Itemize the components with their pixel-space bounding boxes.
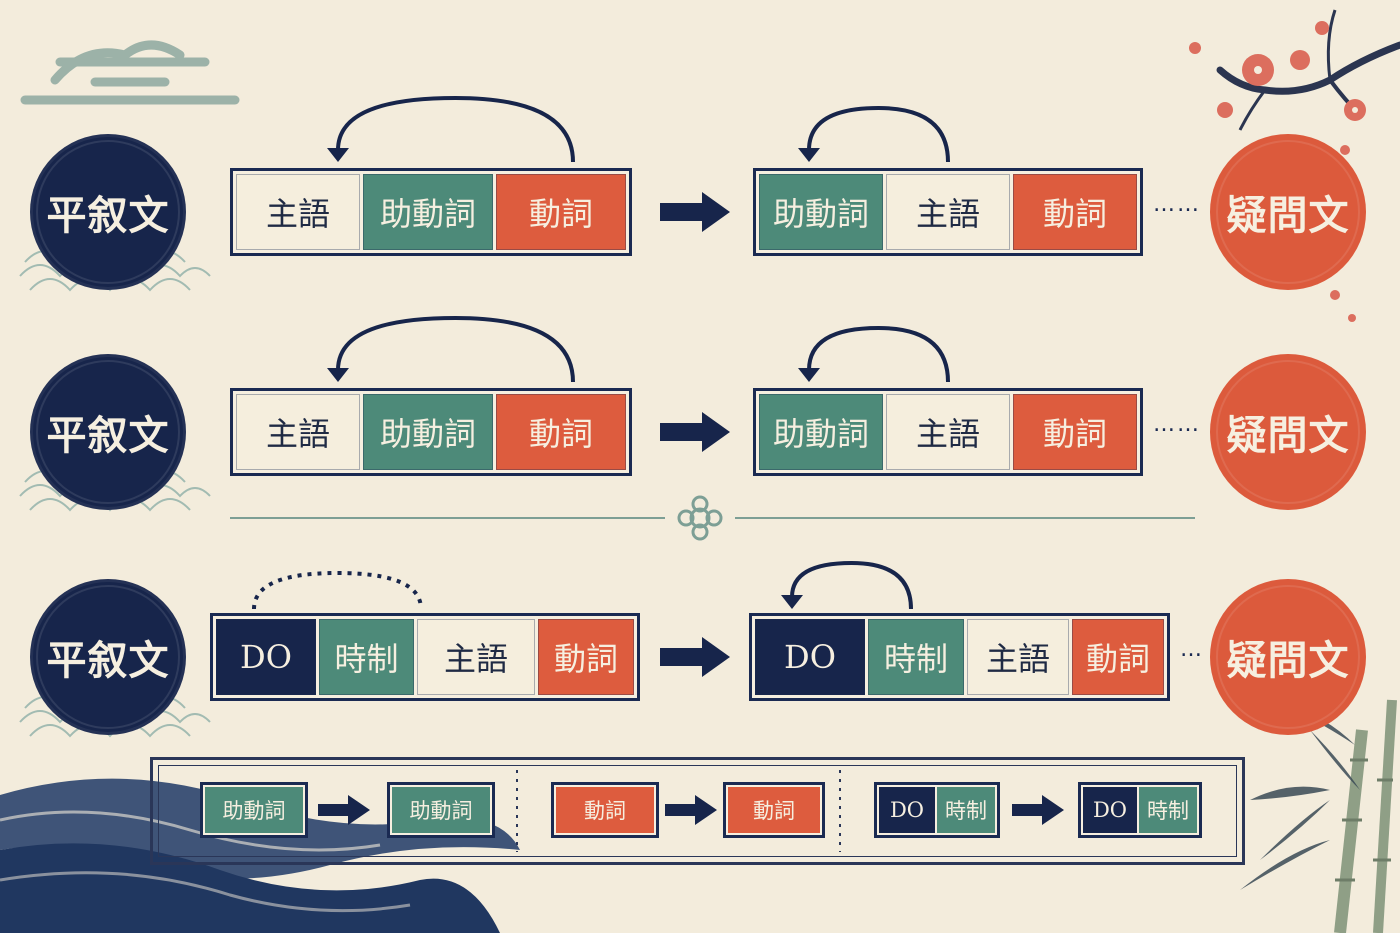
declarative-label: 平叙文 [30,579,186,735]
transform-arrow [660,637,730,677]
word-block: 助動詞 [205,787,303,833]
ellipsis: … [1180,637,1204,662]
move-arc [327,95,575,163]
sentence-after: 助動詞主語動詞 [753,168,1143,256]
declarative-label: 平叙文 [30,134,186,290]
word-block: 動詞 [538,619,634,695]
word-block: 動詞 [1013,174,1137,250]
sentence-before: 主語助動詞動詞 [230,168,632,256]
ellipsis: …… [1153,192,1201,217]
word-block: DO [879,787,935,833]
word-block: 助動詞 [363,394,493,470]
legend-chip: 動詞 [551,782,659,838]
sentence-after: 助動詞主語動詞 [753,388,1143,476]
word-block: 主語 [967,619,1069,695]
word-block: 動詞 [496,174,626,250]
section-divider [230,495,1195,541]
word-block: DO [755,619,865,695]
sentence-before: 主語助動詞動詞 [230,388,632,476]
word-block: 主語 [886,394,1010,470]
word-block: 動詞 [1013,394,1137,470]
interrogative-label: 疑問文 [1210,134,1366,290]
word-block: DO [216,619,316,695]
word-block: 主語 [236,174,360,250]
word-block: DO [1083,787,1137,833]
legend-chip: 助動詞 [200,782,308,838]
transform-arrow [660,412,730,452]
declarative-label: 平叙文 [30,354,186,510]
word-block: 主語 [236,394,360,470]
cloud-decoration [20,40,240,105]
word-block: 助動詞 [759,394,883,470]
word-block: 動詞 [1072,619,1164,695]
word-block: 時制 [868,619,964,695]
word-block: 助動詞 [363,174,493,250]
word-block: 動詞 [496,394,626,470]
move-arc [781,560,913,610]
dashed-link [252,570,423,610]
legend-chip: 助動詞 [387,782,495,838]
legend-chip: 動詞 [723,782,825,838]
transform-arrow [660,192,730,232]
word-block: 動詞 [728,787,820,833]
interrogative-label: 疑問文 [1210,579,1366,735]
word-block: 主語 [886,174,1010,250]
legend-panel [150,757,1245,865]
word-block: 助動詞 [759,174,883,250]
word-block: 時制 [937,787,995,833]
move-arc [798,325,950,383]
move-arc [327,315,575,383]
word-block: 時制 [319,619,414,695]
move-arc [798,105,950,163]
interrogative-label: 疑問文 [1210,354,1366,510]
ellipsis: …… [1153,412,1201,437]
word-block: 主語 [417,619,535,695]
word-block: 動詞 [556,787,654,833]
word-block: 時制 [1139,787,1197,833]
word-block: 助動詞 [392,787,490,833]
bamboo-decoration [1240,699,1397,933]
